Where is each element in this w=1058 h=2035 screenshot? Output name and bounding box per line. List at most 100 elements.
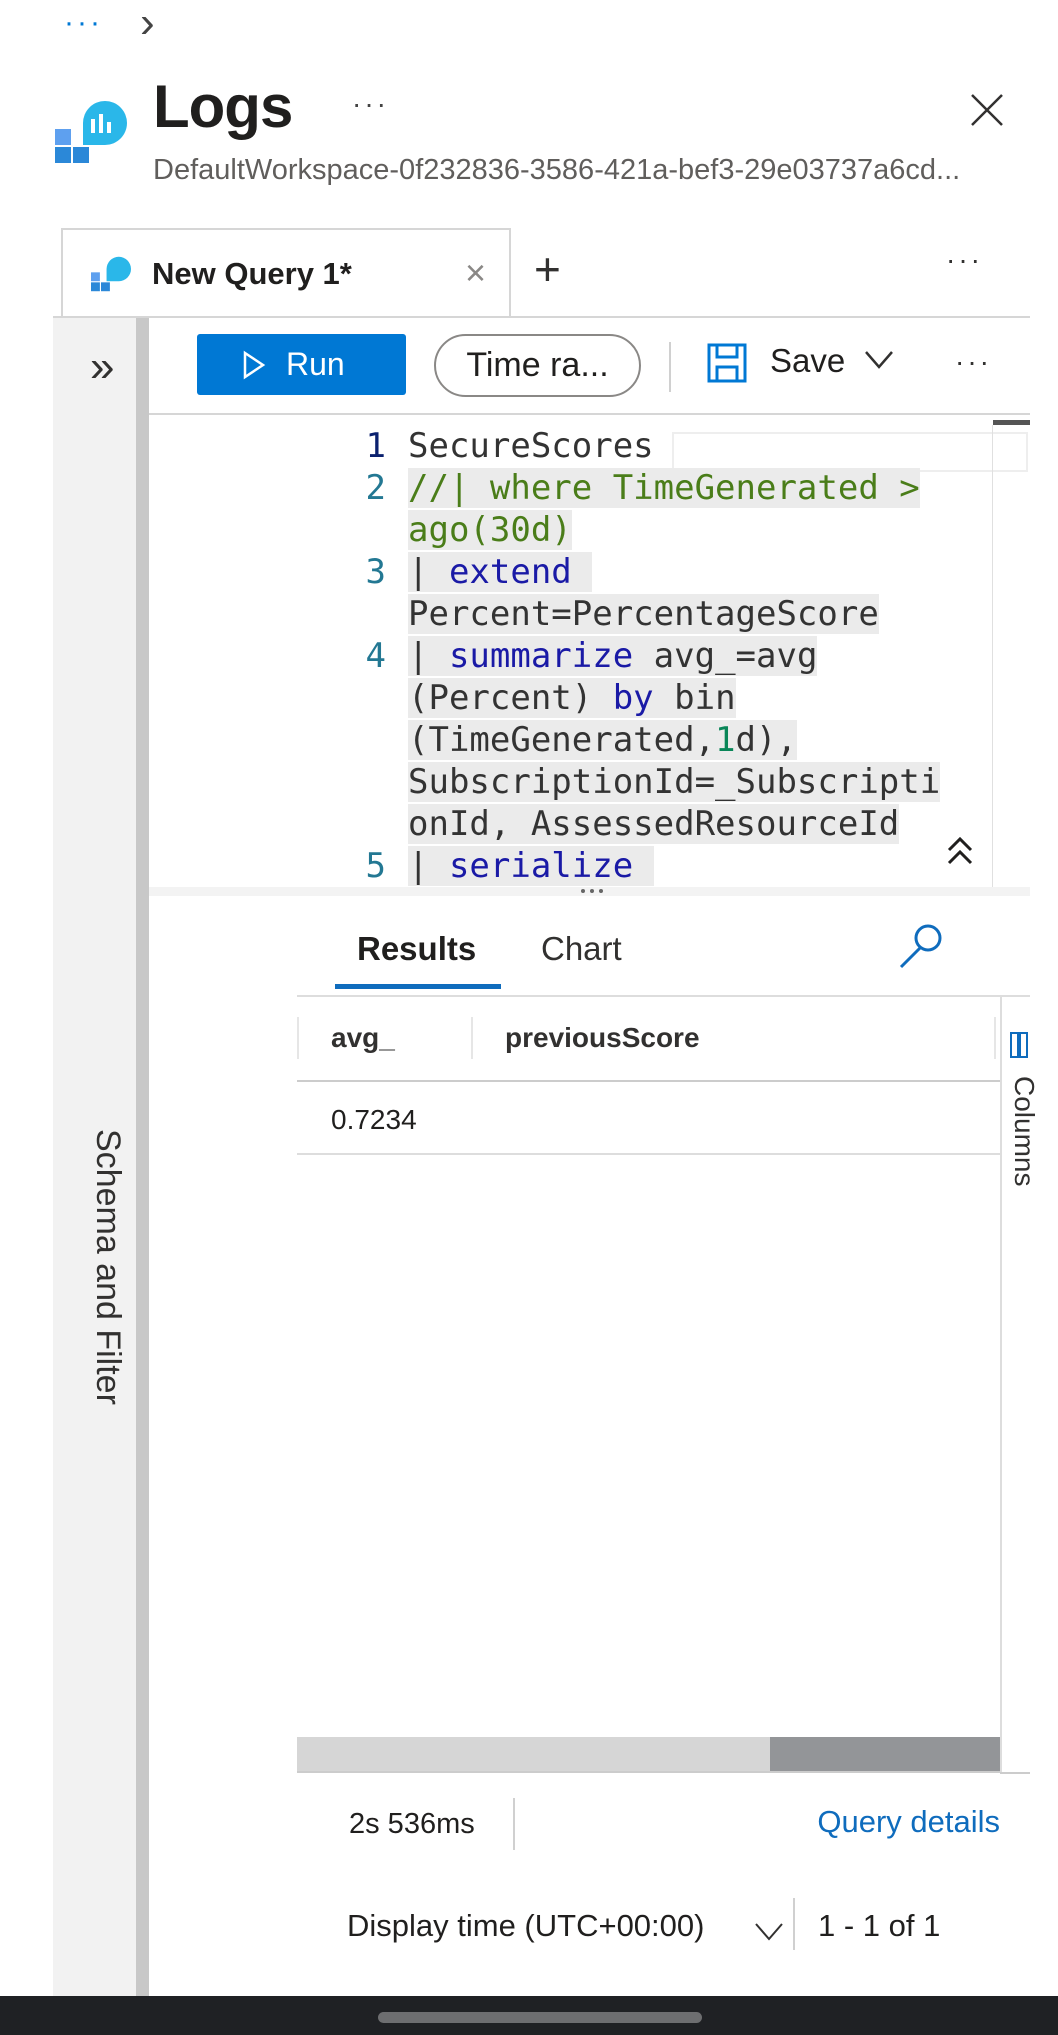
scrollbar-thumb[interactable] — [770, 1737, 1000, 1771]
code-token-pl — [571, 552, 593, 592]
time-range-label: Time ra... — [466, 346, 609, 384]
results-top-border — [297, 995, 1030, 997]
add-tab-button[interactable]: + — [534, 243, 561, 295]
sidebar-splitter[interactable] — [136, 318, 149, 1996]
code-text: (Percent) by bin — [408, 677, 736, 719]
home-gesture-handle[interactable] — [378, 2012, 702, 2023]
code-token-pl: (Percent) — [408, 678, 613, 718]
code-text: | extend — [408, 551, 593, 593]
query-duration: 2s 536ms — [349, 1808, 475, 1840]
editor-resize-handle[interactable] — [149, 887, 1030, 896]
query-details-link[interactable]: Query details — [817, 1804, 1000, 1839]
schema-and-filter-label[interactable]: Schema and Filter — [89, 1129, 127, 1405]
system-nav-bar — [0, 1996, 1058, 2035]
editor-scrollbar-thumb[interactable] — [993, 420, 1030, 425]
save-chevron-down-icon[interactable] — [864, 350, 894, 370]
code-line[interactable]: onId, AssessedResourceId — [330, 803, 940, 845]
code-text: (TimeGenerated,1d), — [408, 719, 797, 761]
code-token-pl: SubscriptionId=_Subscripti — [408, 762, 941, 802]
cell-avg: 0.7234 — [331, 1104, 417, 1135]
results-tab-underline — [335, 984, 501, 989]
horizontal-scrollbar[interactable] — [297, 1737, 1000, 1773]
display-time-dropdown[interactable]: Display time (UTC+00:00) — [347, 1908, 705, 1943]
run-button[interactable]: Run — [197, 334, 406, 395]
code-line[interactable]: 1 SecureScores — [330, 425, 940, 467]
tabs-more-button[interactable]: ··· — [946, 244, 983, 275]
code-token-kw: extend — [448, 552, 572, 592]
code-text: //| where TimeGenerated > — [408, 467, 920, 509]
line-number — [330, 593, 392, 635]
header-more-button[interactable]: ··· — [352, 88, 389, 119]
expand-sidebar-button[interactable]: » — [90, 342, 115, 391]
page-title: Logs — [153, 73, 293, 140]
column-header-previousscore[interactable]: previousScore — [505, 1022, 700, 1053]
code-line[interactable]: SubscriptionId=_Subscripti — [330, 761, 941, 803]
code-token-pl: Percent=PercentageScore — [408, 594, 879, 634]
code-line[interactable]: (TimeGenerated,1d), — [330, 719, 940, 761]
close-icon[interactable] — [970, 93, 1004, 127]
code-line[interactable]: 2 //| where TimeGenerated > — [330, 467, 940, 509]
code-line[interactable]: 3 | extend — [330, 551, 940, 593]
code-token-pl: | — [408, 552, 449, 592]
tab-new-query-1[interactable] — [61, 228, 511, 318]
breadcrumb-chevron-icon: › — [140, 0, 155, 47]
tab-close-icon[interactable]: × — [465, 252, 487, 293]
search-icon[interactable] — [898, 922, 944, 970]
table-row[interactable]: 0.7234 — [297, 1082, 1000, 1155]
schema-sidebar — [53, 318, 136, 1996]
tab-bar-border — [53, 316, 1030, 318]
paging-info: 1 - 1 of 1 — [818, 1908, 941, 1943]
code-line[interactable]: 4 | summarize avg_=avg — [330, 635, 940, 677]
code-line[interactable]: (Percent) by bin — [330, 677, 940, 719]
code-line[interactable]: Percent=PercentageScore — [330, 593, 940, 635]
header-divider-left — [297, 1017, 299, 1059]
line-number — [330, 719, 392, 761]
header-divider[interactable] — [471, 1017, 473, 1059]
play-icon — [243, 350, 266, 379]
tab-results[interactable]: Results — [357, 930, 477, 967]
workspace-subtitle: DefaultWorkspace-0f232836-3586-421a-bef3… — [153, 154, 961, 186]
save-button[interactable]: Save — [770, 342, 846, 379]
line-number — [330, 509, 392, 551]
line-number: 4 — [365, 636, 386, 676]
toolbar-more-button[interactable]: ··· — [955, 346, 992, 377]
code-text: | serialize — [408, 845, 654, 887]
code-token-pl: SecureScores — [408, 426, 654, 466]
breadcrumb-ellipsis[interactable]: ··· — [64, 6, 103, 39]
line-number: 2 — [365, 468, 386, 508]
column-header-avg[interactable]: avg_ — [331, 1022, 395, 1053]
run-label: Run — [286, 346, 345, 382]
code-text: SecureScores — [408, 425, 654, 467]
code-line[interactable]: ago(30d) — [330, 509, 940, 551]
line-number — [330, 761, 392, 803]
code-line[interactable]: 5| serialize — [330, 845, 940, 887]
footer-divider — [513, 1798, 515, 1850]
line-number: 3 — [365, 552, 386, 592]
header-divider-right — [994, 1017, 996, 1059]
code-token-pl: onId, AssessedResourceId — [408, 804, 900, 844]
code-token-pl: bin — [653, 678, 736, 718]
tab-chart[interactable]: Chart — [541, 930, 622, 967]
line-number: 1 — [365, 426, 386, 466]
code-text: | summarize avg_=avg — [408, 635, 818, 677]
code-token-pl: avg_=avg — [633, 636, 818, 676]
code-token-cm: ago(30d) — [408, 510, 572, 550]
time-range-button[interactable]: Time ra... — [434, 334, 641, 397]
code-text: Percent=PercentageScore — [408, 593, 879, 635]
columns-panel-label[interactable]: Columns — [1009, 1076, 1040, 1187]
resize-grip-icon — [581, 889, 603, 893]
code-text: ago(30d) — [408, 509, 572, 551]
code-token-num: 1 — [715, 720, 736, 760]
columns-icon[interactable] — [1010, 1032, 1028, 1058]
toolbar-border — [149, 413, 1030, 415]
code-token-kw: summarize — [448, 636, 634, 676]
code-token-pl: (TimeGenerated, — [408, 720, 716, 760]
code-text: onId, AssessedResourceId — [408, 803, 900, 845]
display-time-chevron-down-icon[interactable] — [754, 1922, 784, 1942]
save-icon[interactable] — [707, 343, 747, 383]
code-text: SubscriptionId=_Subscripti — [408, 761, 941, 803]
columns-panel-border — [1000, 997, 1002, 1773]
code-token-cm: //| where TimeGenerated > — [408, 468, 920, 508]
collapse-editor-icon[interactable] — [946, 836, 974, 866]
